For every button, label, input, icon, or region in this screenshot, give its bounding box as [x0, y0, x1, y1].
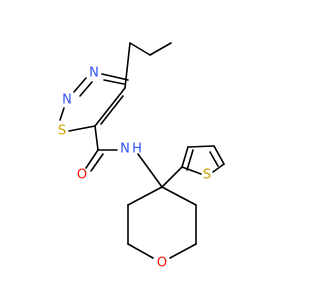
atom-h-amide: H	[132, 142, 142, 157]
bond-c4-n3	[101, 73, 129, 81]
bond-n-quaternary	[137, 153, 163, 188]
bond-thio-c3-c4	[187, 145, 215, 148]
atom-labels: N N S O N H S O	[58, 66, 211, 271]
bond-thio-c4-c5-double	[209, 151, 219, 167]
bond-c5-c4	[94, 87, 126, 127]
bond-propyl-2	[129, 42, 151, 56]
bond-c4-n3-double	[103, 79, 125, 85]
bond-oxane-c3b-c4	[161, 186, 197, 206]
atom-n2: N	[62, 93, 72, 108]
bond-oxane-c4-c3a	[127, 186, 163, 206]
bond-oxane-o-c2b	[169, 243, 197, 259]
atom-s-thiophene: S	[203, 168, 211, 183]
atom-n1: N	[89, 66, 99, 81]
bond-n3-n2	[73, 77, 87, 93]
bond-n2-s1	[59, 107, 65, 121]
bond-carbonyl-o-double	[90, 153, 104, 172]
bond-c5-carbonyl	[94, 125, 99, 151]
atom-o-ring: O	[157, 256, 167, 271]
bond-thio-c5-s	[212, 163, 225, 173]
bond-thio-s-c2	[181, 166, 202, 175]
bond-thio-c2-c3	[181, 146, 189, 168]
bond-propyl-1	[149, 42, 172, 56]
bond-oxane-c2a-o	[127, 243, 154, 259]
bond-c5-c4-double	[100, 95, 124, 125]
molecule-diagram: N N S O N H S O	[58, 42, 225, 271]
atom-o-carbonyl: O	[77, 168, 87, 183]
bond-thio-c4-c5	[213, 145, 225, 165]
atom-s-thiadiazole: S	[58, 124, 66, 139]
bond-carbonyl-o	[85, 149, 99, 169]
bond-n3-n2-double	[79, 81, 93, 97]
bonds-group	[59, 42, 225, 259]
bond-s1-c5	[68, 125, 96, 132]
bond-quaternary-thienyl	[161, 166, 183, 188]
bond-thio-c2-c3-double	[186, 149, 194, 171]
bond-propyl-3	[124, 42, 131, 89]
atom-n-amide: N	[120, 142, 130, 157]
